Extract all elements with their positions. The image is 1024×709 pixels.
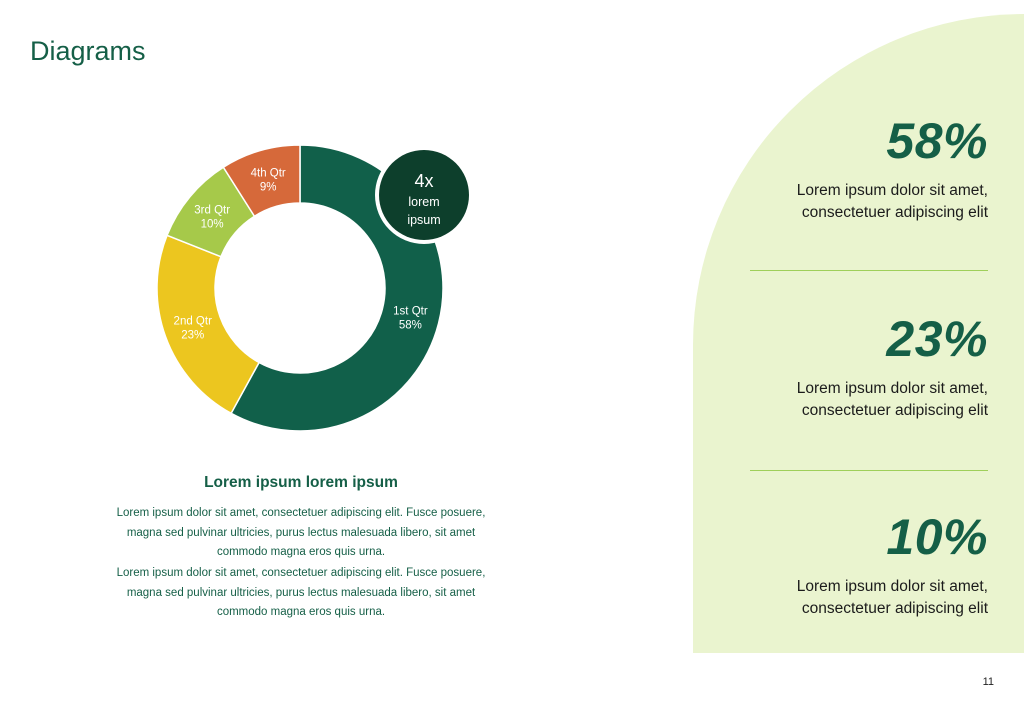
stat-block-2: 23% Lorem ipsum dolor sit amet, consecte… [698, 314, 988, 422]
donut-labels: 1st Qtr 58% 2nd Qtr 23% 3rd Qtr 10% 4th Qtr 9% [174, 168, 428, 342]
caption-line: Lorem ipsum dolor sit amet, consectetuer… [116, 567, 486, 579]
stat-block-1: 58% Lorem ipsum dolor sit amet, consecte… [698, 116, 988, 224]
stat-value: 23% [886, 311, 988, 367]
caption-line: magna sed pulvinar ultricies, purus lect… [126, 526, 476, 539]
divider [750, 270, 988, 271]
stat-value: 58% [886, 113, 988, 169]
badge-line1: lorem [408, 195, 439, 209]
caption-paragraph-2: Lorem ipsum dolor sit amet, consectetuer… [100, 564, 502, 623]
badge-line2: ipsum [407, 213, 440, 227]
stat-desc-line: consectetuer adipiscing elit [801, 204, 988, 221]
slice-category-label: 3rd Qtr [194, 204, 230, 216]
page-number: 11 [982, 676, 994, 688]
stat-desc-line: Lorem ipsum dolor sit amet, [796, 578, 988, 595]
stat-desc-line: consectetuer adipiscing elit [801, 600, 988, 617]
donut-slice-2 [156, 234, 261, 415]
slice-category-label: 2nd Qtr [174, 316, 213, 328]
slice-category-label: 1st Qtr [393, 305, 428, 317]
badge-circle [379, 150, 469, 240]
badge: 4x lorem ipsum [375, 146, 473, 244]
caption-title: Lorem ipsum lorem ipsum [204, 474, 398, 491]
slice-value-label: 9% [260, 182, 277, 194]
stat-description: Lorem ipsum dolor sit amet, consectetuer… [698, 378, 988, 422]
caption-line: commodo magna eros quis urna. [216, 546, 386, 558]
caption-line: Lorem ipsum dolor sit amet, consectetuer… [116, 507, 486, 519]
slice-value-label: 23% [181, 330, 204, 342]
slice-value-label: 58% [399, 319, 422, 331]
stat-value: 10% [886, 509, 988, 565]
divider [750, 470, 988, 471]
caption-line: commodo magna eros quis urna. [216, 606, 386, 618]
badge-big-text: 4x [414, 171, 433, 191]
stat-desc-line: Lorem ipsum dolor sit amet, [796, 380, 988, 397]
page-title: Diagrams [30, 36, 146, 66]
slice-value-label: 10% [201, 218, 224, 230]
stat-desc-line: consectetuer adipiscing elit [801, 402, 988, 419]
donut-slice-4 [222, 144, 301, 218]
caption-line: magna sed pulvinar ultricies, purus lect… [126, 586, 476, 599]
caption-paragraph-1: Lorem ipsum dolor sit amet, consectetuer… [100, 504, 502, 563]
stat-description: Lorem ipsum dolor sit amet, consectetuer… [698, 576, 988, 620]
slice-category-label: 4th Qtr [251, 168, 286, 180]
stat-block-3: 10% Lorem ipsum dolor sit amet, consecte… [698, 512, 988, 620]
stat-description: Lorem ipsum dolor sit amet, consectetuer… [698, 180, 988, 224]
stat-desc-line: Lorem ipsum dolor sit amet, [796, 182, 988, 199]
